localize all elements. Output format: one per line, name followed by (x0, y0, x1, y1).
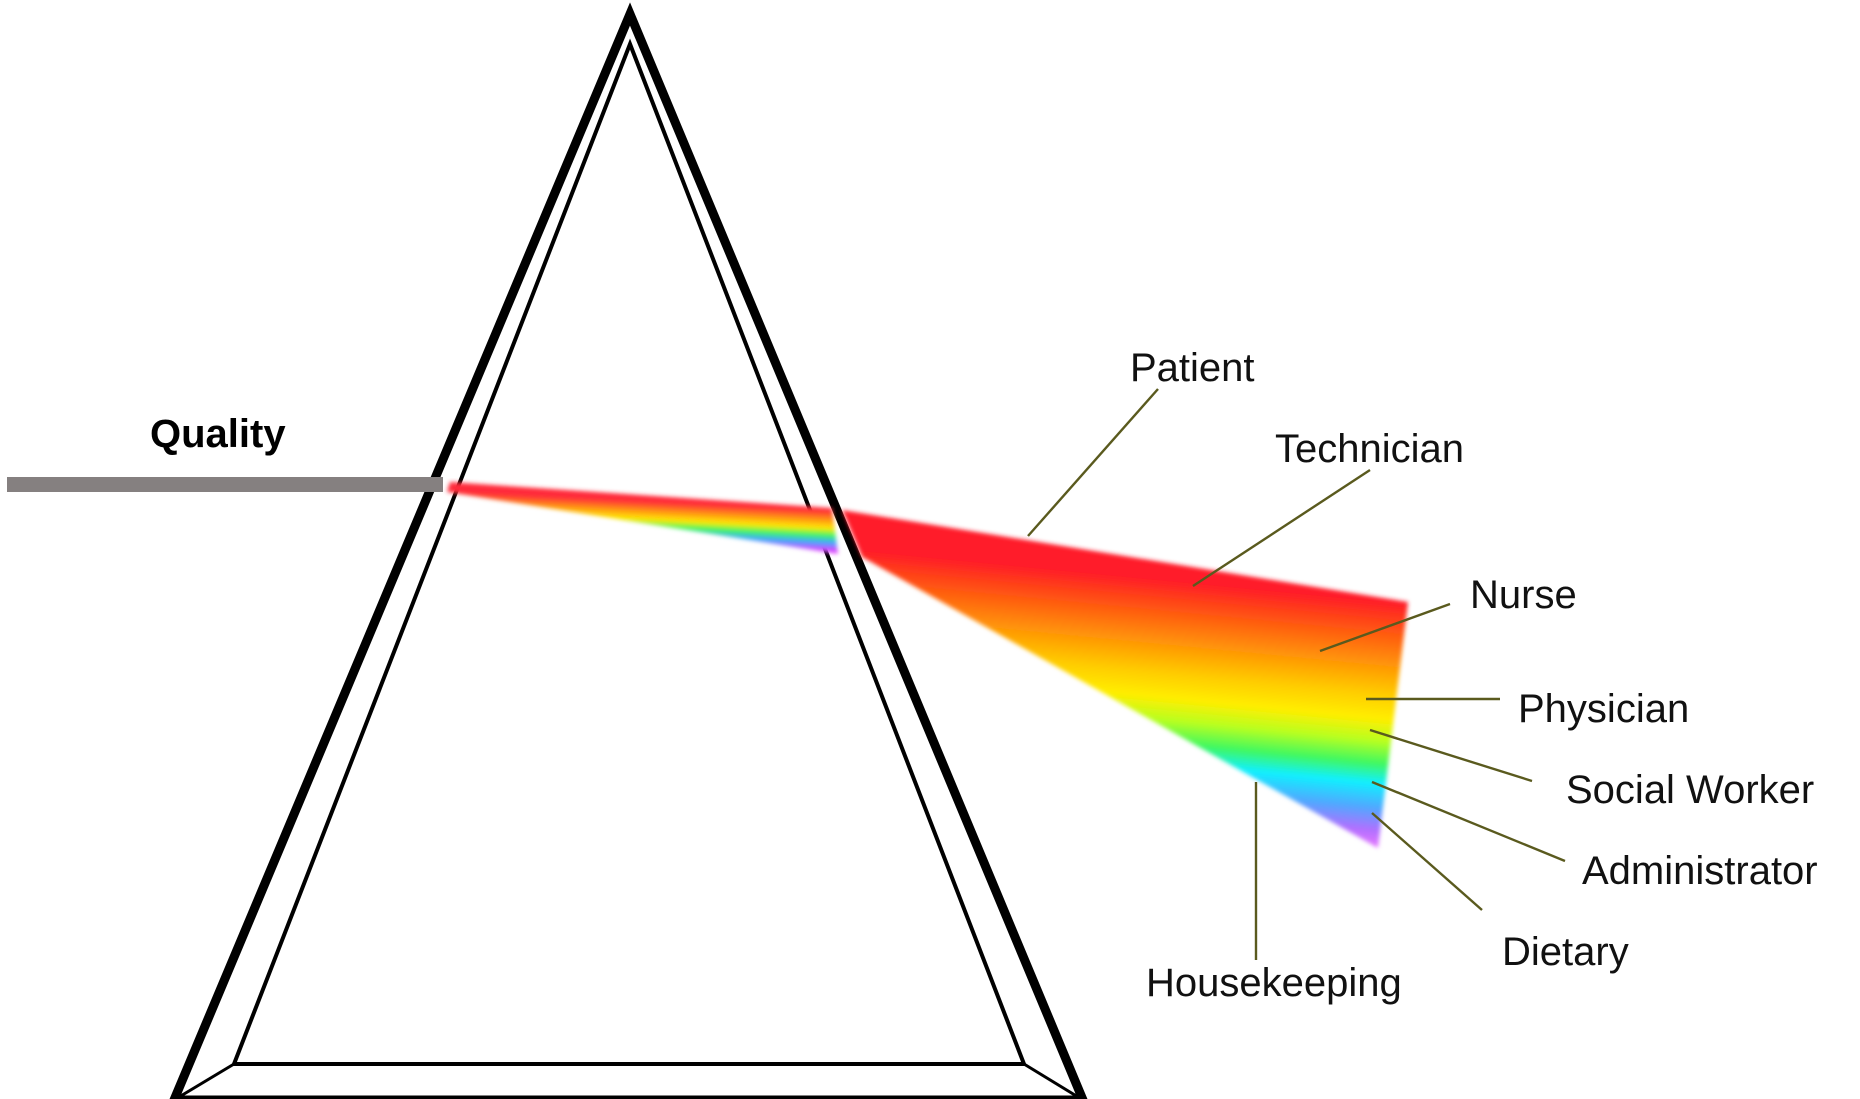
leader-social-worker (1370, 730, 1532, 781)
input-label: Quality (150, 412, 286, 456)
leader-technician (1193, 470, 1370, 586)
label-technician: Technician (1275, 427, 1464, 471)
input-beam (7, 477, 443, 492)
label-physician: Physician (1518, 687, 1689, 731)
label-housekeeping: Housekeeping (1146, 961, 1402, 1005)
label-dietary: Dietary (1502, 930, 1629, 974)
label-administrator: Administrator (1582, 849, 1818, 893)
leader-patient (1028, 389, 1158, 536)
spectrum-fan (842, 510, 1408, 848)
leader-administrator (1372, 782, 1565, 861)
leader-dietary (1372, 813, 1482, 910)
label-social-worker: Social Worker (1566, 768, 1814, 812)
label-nurse: Nurse (1470, 573, 1577, 617)
refracted-beam (447, 482, 838, 554)
label-patient: Patient (1130, 346, 1255, 390)
